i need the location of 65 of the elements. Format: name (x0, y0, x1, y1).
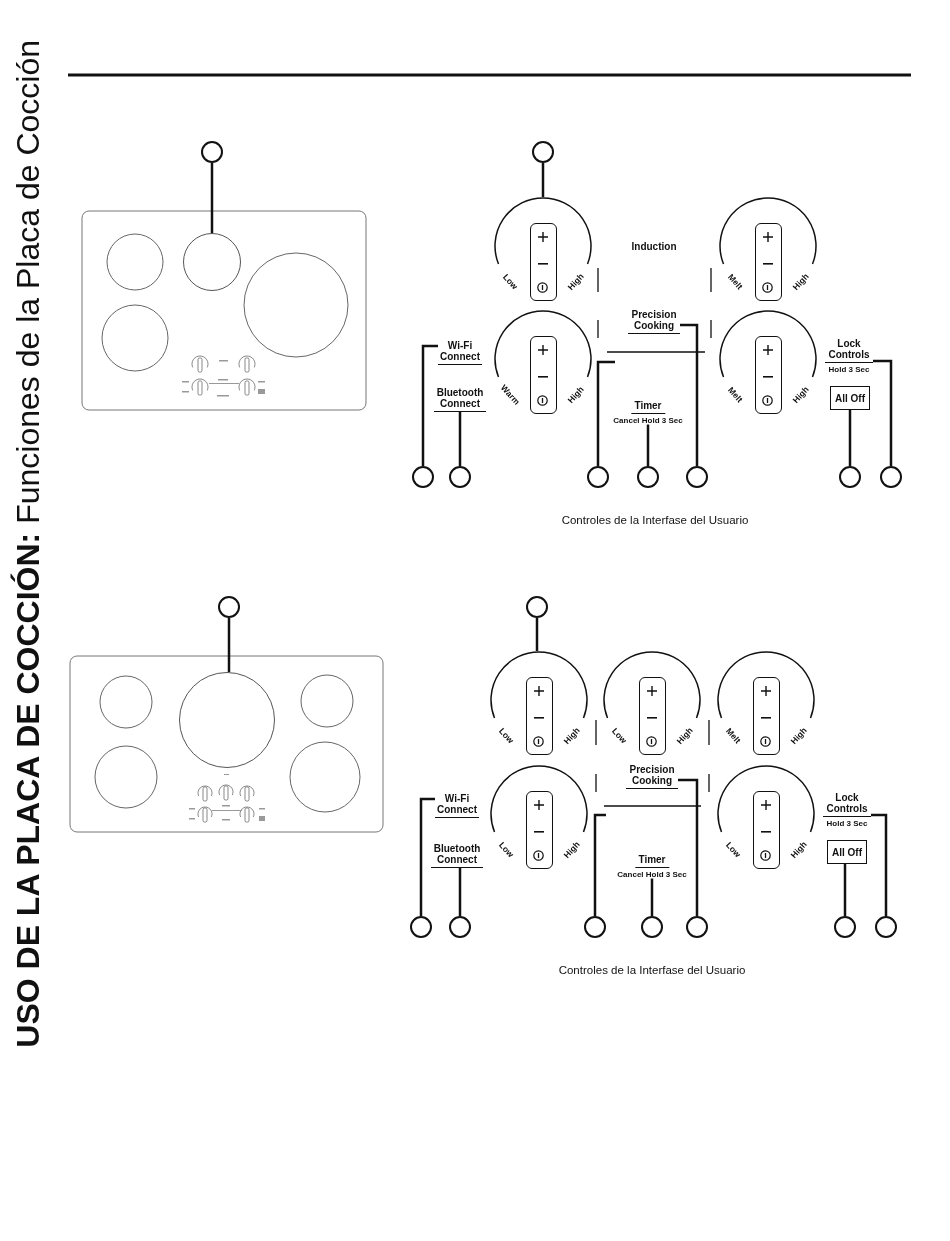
control-label: Timer (635, 854, 669, 868)
control-dial (719, 197, 817, 303)
leader-line (593, 813, 606, 916)
leader-line (843, 864, 847, 916)
hint-text: Cancel Hold 3 Sec (617, 869, 687, 879)
control-dial (717, 651, 815, 757)
callout-circle (218, 596, 240, 618)
figure-caption: Controles de la Interfase del Usuario (558, 963, 746, 977)
hint-text: Cancel Hold 3 Sec (613, 415, 683, 425)
leader-line (458, 412, 462, 466)
callout-circle (532, 141, 554, 163)
callout-circle (410, 916, 432, 938)
control-label: Wi-Fi Connect (435, 793, 479, 818)
control-label: Precision Cooking (626, 764, 678, 789)
leader-line (680, 323, 699, 466)
control-label: Bluetooth Connect (431, 843, 483, 868)
leader-line (848, 410, 852, 466)
leader-line (871, 813, 888, 916)
callout-circle (412, 466, 434, 488)
leader-line (458, 868, 462, 916)
touch-key: All Off (830, 386, 870, 410)
control-dial (490, 651, 588, 757)
hint-text: Hold 3 Sec (826, 818, 868, 828)
control-dial (717, 765, 815, 871)
callout-circle (641, 916, 663, 938)
callout-circle (839, 466, 861, 488)
control-dial (603, 651, 701, 757)
callout-circle (584, 916, 606, 938)
leader-line (535, 618, 539, 651)
leader-line (419, 797, 435, 916)
leader-line (650, 878, 654, 916)
control-dial (490, 765, 588, 871)
page-title: USO DE LA PLACA DE COCCIÓN: Funciones de la Placa de Cocción (10, 40, 46, 1048)
control-dial (719, 310, 817, 416)
callout-circle (449, 466, 471, 488)
callout-circle (526, 596, 548, 618)
touch-key: All Off (827, 840, 867, 864)
callout-circle (834, 916, 856, 938)
leader-line (541, 163, 545, 197)
control-dial (494, 197, 592, 303)
callout-circle (686, 916, 708, 938)
leader-line (646, 424, 650, 466)
callout-circle (880, 466, 902, 488)
callout-circle (875, 916, 897, 938)
leader-line (227, 618, 231, 672)
control-dial (494, 310, 592, 416)
control-label: Wi-Fi Connect (438, 340, 482, 365)
control-label: Bluetooth Connect (434, 387, 486, 412)
callout-circle (686, 466, 708, 488)
hint-text: Hold 3 Sec (828, 364, 870, 374)
leader-line (596, 360, 615, 466)
control-label: Timer (631, 400, 665, 414)
callout-circle (637, 466, 659, 488)
callout-circle (587, 466, 609, 488)
callout-circle (201, 141, 223, 163)
figure-caption: Controles de la Interfase del Usuario (561, 513, 749, 527)
leader-line (873, 359, 893, 466)
control-label: Lock Controls (825, 338, 873, 363)
zone-label: Induction (631, 240, 677, 252)
leader-line (210, 163, 214, 233)
control-label: Precision Cooking (628, 309, 680, 334)
control-label: Lock Controls (823, 792, 871, 817)
leader-line (678, 778, 699, 916)
callout-circle (449, 916, 471, 938)
leader-line (421, 344, 438, 466)
